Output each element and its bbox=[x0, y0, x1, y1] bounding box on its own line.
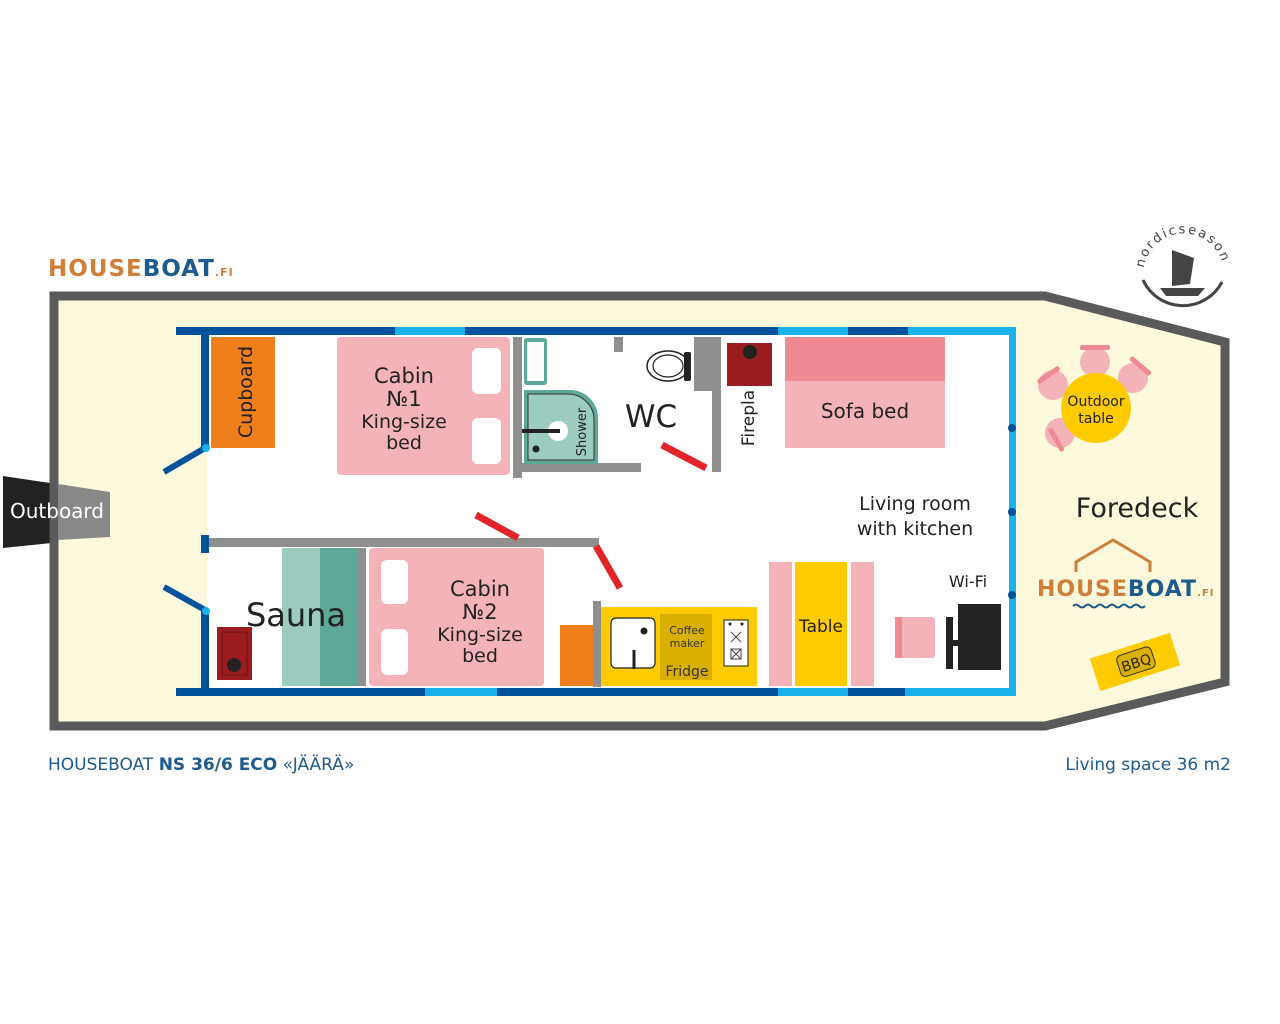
svg-text:Outdoor: Outdoor bbox=[1067, 394, 1124, 410]
svg-text:Cabin: Cabin bbox=[374, 364, 434, 388]
svg-text:bed: bed bbox=[462, 645, 498, 667]
living-room-label: Living room bbox=[859, 493, 971, 515]
outboard-motor-inner bbox=[58, 484, 110, 540]
svg-text:Table: Table bbox=[798, 617, 843, 637]
svg-text:Coffee: Coffee bbox=[669, 624, 705, 637]
outboard-label: Outboard bbox=[10, 499, 104, 523]
svg-text:HOUSEBOAT.FI: HOUSEBOAT.FI bbox=[1037, 577, 1214, 602]
stove-icon bbox=[723, 619, 749, 667]
cupboard bbox=[211, 337, 275, 448]
wifi-label: Wi-Fi bbox=[949, 572, 987, 591]
kitchen: Coffee maker Fridge bbox=[560, 601, 757, 687]
wc-door bbox=[660, 441, 708, 472]
living-space-label: Living space 36 m2 bbox=[1065, 755, 1231, 775]
model-title: HOUSEBOAT NS 36/6 ECO «JÄÄRÄ» bbox=[48, 754, 354, 775]
houseboat-deck-logo: HOUSEBOAT.FI bbox=[1037, 538, 1214, 609]
cabin-1-bed: Cabin №1 King-size bed bbox=[337, 337, 510, 475]
svg-text:Fridge: Fridge bbox=[665, 664, 708, 680]
outdoor-table: Outdoor table bbox=[1037, 345, 1152, 452]
svg-text:№2: №2 bbox=[462, 600, 497, 624]
sofa-bed: Sofa bed bbox=[785, 337, 945, 448]
svg-text:Cabin: Cabin bbox=[450, 577, 510, 601]
living-room-label-2: with kitchen bbox=[857, 518, 973, 540]
cabin2-door bbox=[592, 544, 624, 590]
outer-walls bbox=[162, 327, 1016, 696]
houseboat-logo: HOUSEBOAT.FI bbox=[48, 256, 234, 282]
svg-text:№1: №1 bbox=[386, 387, 421, 411]
foredeck-label: Foredeck bbox=[1076, 493, 1199, 524]
nordicseason-logo: nordicseason bbox=[1133, 222, 1231, 308]
wc-label: WC bbox=[625, 399, 677, 435]
cupboard-label: Cupboard bbox=[235, 346, 257, 438]
svg-text:bed: bed bbox=[386, 432, 422, 454]
svg-text:Sofa bed: Sofa bed bbox=[821, 399, 909, 423]
cabin1-door bbox=[474, 511, 520, 542]
middle-wall bbox=[209, 538, 599, 547]
fridge bbox=[660, 614, 712, 680]
svg-text:table: table bbox=[1078, 411, 1113, 427]
sauna: Sauna bbox=[217, 548, 366, 686]
svg-text:King-size: King-size bbox=[437, 624, 523, 646]
cabin-2-bed: Cabin №2 King-size bed bbox=[369, 548, 544, 686]
fireplace-label: Firepla bbox=[739, 390, 759, 446]
dining-table: Table bbox=[769, 562, 874, 686]
svg-text:maker: maker bbox=[670, 637, 705, 650]
desk-area: Wi-Fi bbox=[895, 572, 1001, 670]
svg-text:King-size: King-size bbox=[361, 411, 447, 433]
toilet-icon bbox=[646, 350, 691, 382]
bathroom: Shower WC bbox=[513, 337, 721, 478]
shower-label: Shower bbox=[575, 407, 590, 456]
svg-text:Sauna: Sauna bbox=[246, 596, 346, 634]
bbq: BBQ bbox=[1089, 632, 1181, 692]
